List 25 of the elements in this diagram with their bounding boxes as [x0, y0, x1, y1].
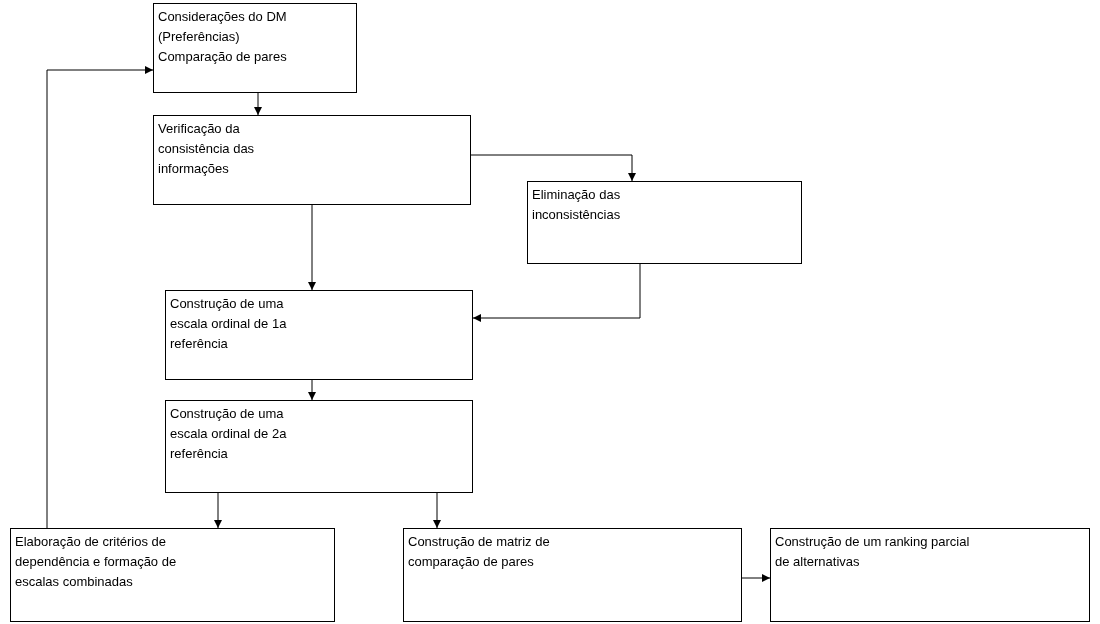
- box-text: Construção de um ranking parcial de alternativas: [775, 533, 971, 571]
- arrow: [741, 574, 771, 582]
- box-text: Construção de uma escala ordinal de 1a referência: [170, 295, 288, 353]
- box-text: Considerações do DM (Preferências) Comparação de pares: [158, 8, 288, 66]
- box-text: Construção de uma escala ordinal de 2a referência: [170, 405, 288, 463]
- process-box: [165, 290, 473, 380]
- box-text: Elaboração de critérios de dependência e formação de escalas combinadas: [15, 533, 178, 591]
- arrow: [254, 92, 262, 116]
- process-box: [153, 3, 357, 93]
- arrow: [433, 492, 441, 529]
- box-text: Eliminação das inconsistências: [532, 186, 622, 224]
- process-box: [527, 181, 802, 264]
- process-box: [403, 528, 742, 622]
- arrow: [308, 204, 316, 291]
- process-box: [165, 400, 473, 493]
- process-box: [770, 528, 1090, 622]
- box-text: Construção de matriz de comparação de pares: [408, 533, 551, 571]
- arrow: [46, 66, 154, 529]
- box-text: Verificação da consistência das informações: [158, 120, 256, 178]
- arrow: [472, 263, 641, 322]
- process-box: [153, 115, 471, 205]
- arrow: [470, 154, 636, 182]
- arrow: [214, 492, 222, 529]
- process-box: [10, 528, 335, 622]
- arrow: [308, 379, 316, 401]
